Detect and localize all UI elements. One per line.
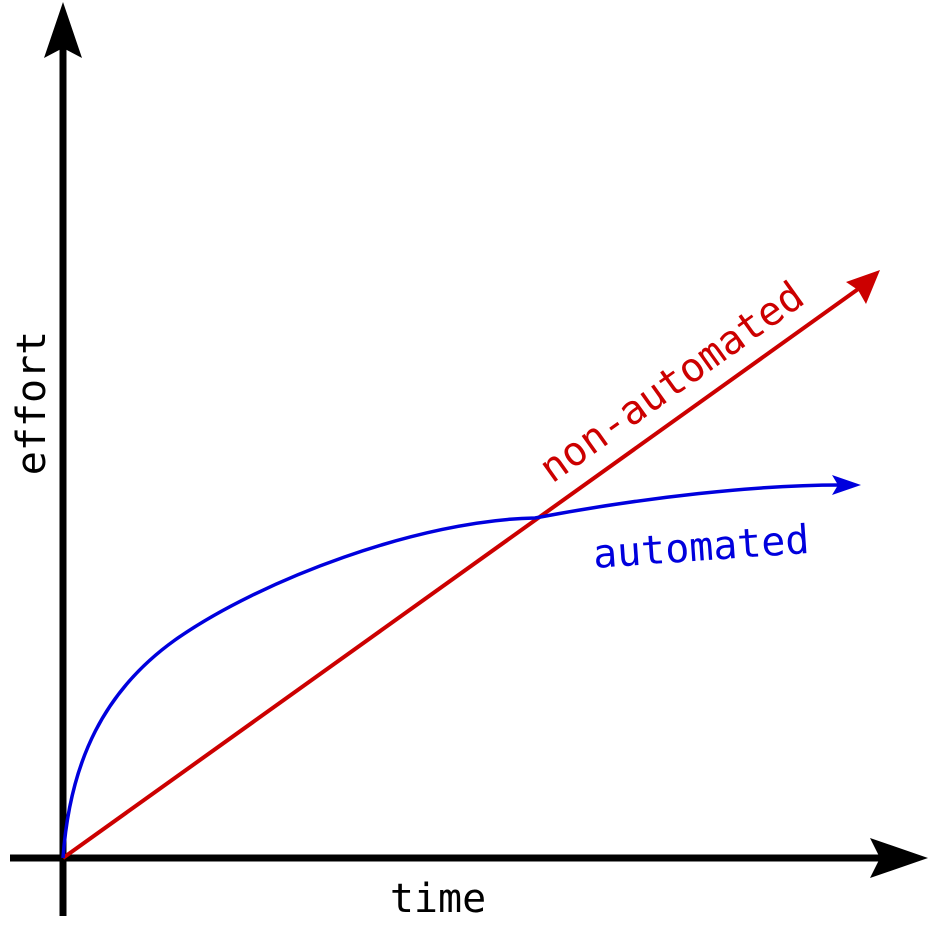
non-automated-line (61, 280, 870, 860)
non-automated-series (61, 270, 880, 860)
automated-series (61, 475, 861, 859)
x-axis-label: time (390, 876, 486, 922)
non-automated-arrowhead (846, 270, 880, 304)
x-axis-arrowhead (870, 838, 928, 878)
y-axis-arrowhead (44, 2, 82, 58)
y-axis-label: effort (9, 331, 55, 476)
automated-arrowhead (832, 475, 861, 495)
automated-label: automated (591, 517, 810, 578)
automated-curve (61, 483, 851, 859)
axes (10, 2, 928, 916)
non-automated-label: non-automated (531, 273, 813, 492)
